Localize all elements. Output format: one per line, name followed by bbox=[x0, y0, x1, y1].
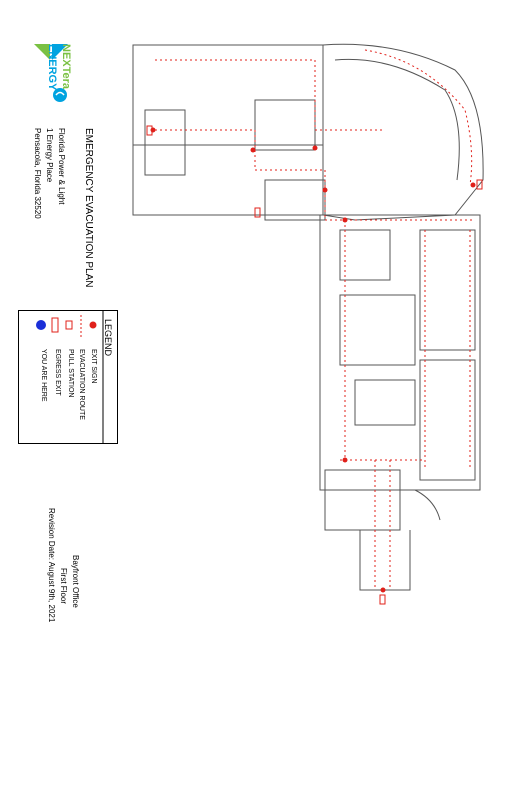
logo-text-energy: ENERGY bbox=[46, 44, 58, 91]
legend-box: LEGEND EXIT SIGN EVACUATION ROUTE PULL S… bbox=[18, 310, 118, 444]
legend-item-pull-station: PULL STATION bbox=[67, 349, 74, 398]
floor-label: First Floor bbox=[59, 568, 68, 604]
legend-item-you-are-here: YOU ARE HERE bbox=[40, 349, 47, 402]
floor-plan bbox=[125, 30, 515, 610]
elevator-block bbox=[264, 179, 326, 221]
pull-station-icon bbox=[65, 320, 73, 330]
legend-item-egress-exit: EGRESS EXIT bbox=[54, 349, 61, 396]
room-142 bbox=[339, 294, 416, 366]
atrium-inner-curve bbox=[334, 58, 460, 181]
evacuation-routes bbox=[155, 49, 475, 590]
egress-exit-markers bbox=[146, 125, 483, 605]
atrium-curve bbox=[322, 43, 484, 221]
east-wing bbox=[319, 214, 481, 491]
legend-title: LEGEND bbox=[103, 319, 113, 357]
lobby-block bbox=[324, 469, 401, 531]
nextera-energy-logo: NEXTera ENERGY bbox=[30, 40, 72, 110]
room-block-a bbox=[254, 99, 316, 151]
office-row-2 bbox=[419, 359, 476, 481]
legend-item-evacuation-route: EVACUATION ROUTE bbox=[78, 349, 85, 420]
you-are-here-icon bbox=[36, 320, 46, 330]
legend-item-exit-sign: EXIT SIGN bbox=[90, 349, 97, 384]
company-name: Florida Power & Light bbox=[57, 128, 66, 205]
exit-sign-icon bbox=[89, 321, 97, 329]
entrance-canopy bbox=[359, 530, 411, 591]
lobby-stair-curve bbox=[414, 489, 441, 521]
office-row-1 bbox=[419, 229, 476, 351]
room-block-c bbox=[354, 379, 416, 426]
address-line-1: 1 Energy Place bbox=[45, 128, 54, 183]
building-name: Bayfront Office bbox=[71, 555, 80, 608]
revision-date: Revision Date: August 9th, 2021 bbox=[47, 508, 56, 623]
stair-block bbox=[144, 109, 186, 176]
egress-exit-icon bbox=[51, 317, 59, 333]
address-line-2: Pensacola, Florida 32520 bbox=[33, 128, 42, 219]
plan-title: EMERGENCY EVACUATION PLAN bbox=[83, 128, 94, 288]
room-block-b bbox=[339, 229, 391, 281]
logo-text-nextera: NEXTera bbox=[60, 44, 72, 90]
